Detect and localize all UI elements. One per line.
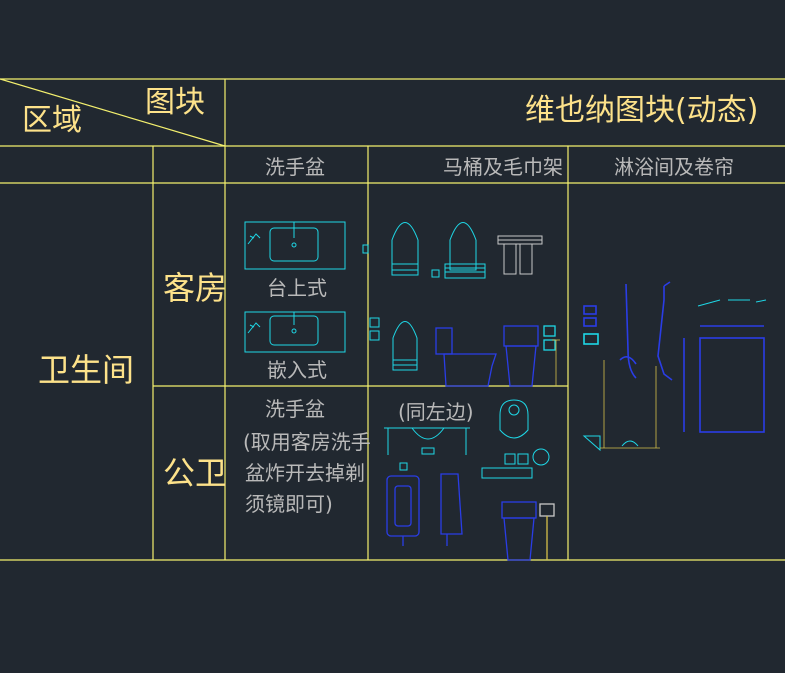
undercounter-basin-drawing xyxy=(244,311,346,353)
header-block-label: 图块 xyxy=(145,85,205,120)
dimension-marks-guest xyxy=(552,339,560,386)
basin-caption-undercounter: 嵌入式 xyxy=(267,358,327,382)
public-basin-note-line-3: 须镜即可) xyxy=(245,492,333,516)
dimension-marks-shower xyxy=(600,360,660,449)
basin-caption-countertop: 台上式 xyxy=(267,276,327,300)
squat-toilet-drawing xyxy=(481,399,550,479)
towel-rack-drawing xyxy=(497,235,543,275)
same-as-left-note: (同左边) xyxy=(398,400,474,424)
public-basin-drawing xyxy=(384,427,470,471)
countertop-basin-drawing xyxy=(244,221,346,270)
shower-drawing xyxy=(583,281,765,433)
table-grid xyxy=(0,78,785,561)
shower-accessories xyxy=(582,299,767,452)
column-header-shower-curtain: 淋浴间及卷帘 xyxy=(614,155,734,179)
toilet-elevation-drawings xyxy=(435,325,556,387)
column-header-basin: 洗手盆 xyxy=(265,155,325,179)
header-region-label: 区域 xyxy=(22,103,82,138)
row-label-public: 公卫 xyxy=(163,454,228,492)
toilet-plan-drawings xyxy=(362,222,486,371)
urinal-drawings xyxy=(386,473,463,546)
row-label-bathroom: 卫生间 xyxy=(38,351,135,389)
public-toilet-elevation xyxy=(501,501,555,561)
public-basin-title: 洗手盆 xyxy=(265,397,325,421)
column-header-toilet-towel: 马桶及毛巾架 xyxy=(443,155,563,179)
header-diagonal xyxy=(0,78,226,147)
public-basin-note-line-1: (取用客房洗手 xyxy=(243,430,371,454)
page-title: 维也纳图块(动态) xyxy=(525,93,759,128)
row-label-guest-room: 客房 xyxy=(163,269,228,307)
public-basin-note-line-2: 盆炸开去掉剃 xyxy=(245,461,365,485)
